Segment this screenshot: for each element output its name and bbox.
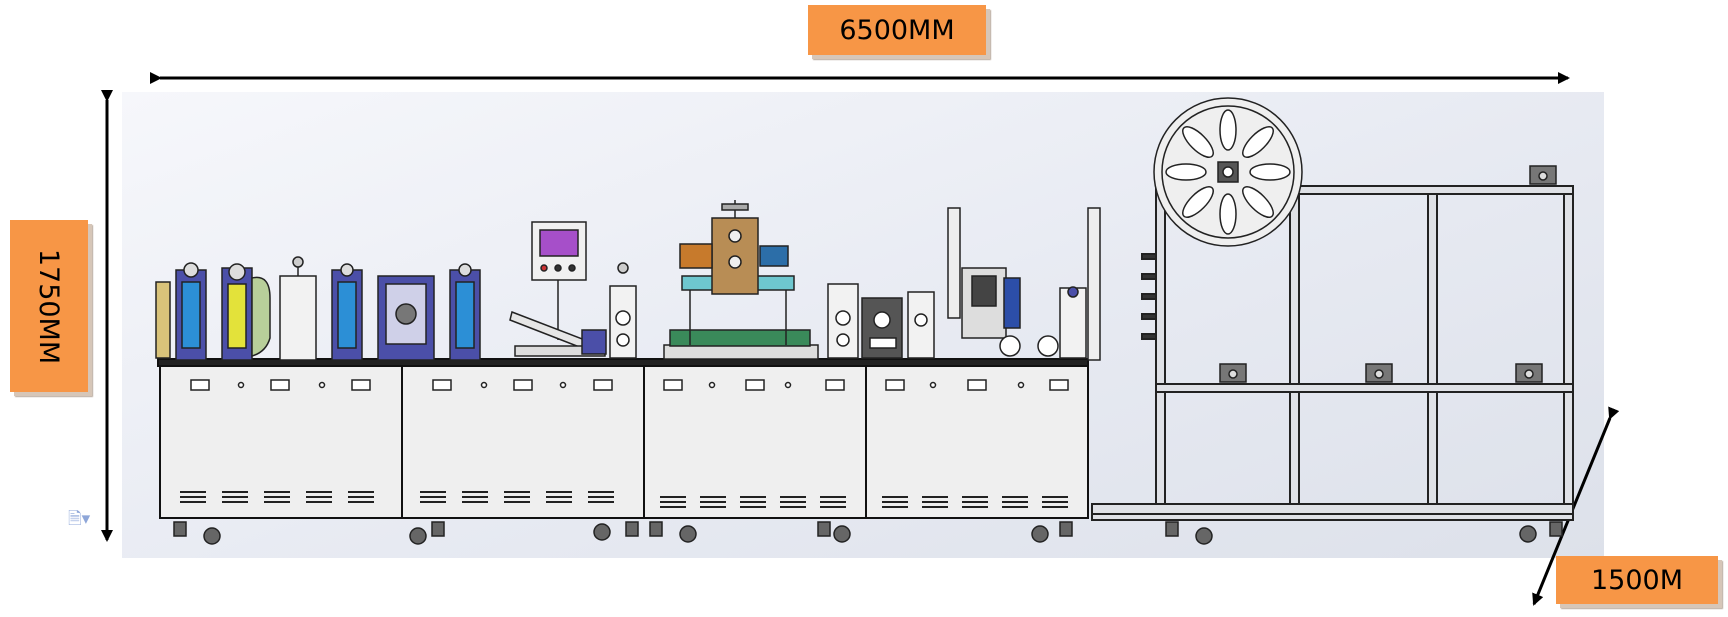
cabinet-details <box>190 379 1069 391</box>
document-icon[interactable]: 🗎▾ <box>68 509 91 529</box>
side-brackets <box>1141 253 1157 340</box>
caster-wheels <box>173 521 1563 545</box>
material-reel <box>1153 97 1303 247</box>
roller-unit-1 <box>155 256 317 361</box>
height-dimension-text: 1750MM <box>33 248 65 364</box>
cabinet-louvres <box>180 491 1068 508</box>
height-dimension-label: 1750MM <box>10 220 88 392</box>
stacker-frame <box>1091 185 1574 521</box>
machine-cabinets <box>157 358 1089 519</box>
control-panel <box>531 221 587 340</box>
cutting-unit <box>827 207 1101 361</box>
width-dimension-text: 6500MM <box>839 14 955 46</box>
roller-unit-2 <box>331 263 481 361</box>
depth-dimension-text: 1500M <box>1590 564 1683 596</box>
depth-dimension-label: 1500M <box>1556 556 1718 604</box>
frame-bearing-blocks <box>1219 165 1557 383</box>
welding-head <box>663 200 819 360</box>
feed-conveyor <box>509 262 637 359</box>
width-dimension-label: 6500MM <box>808 5 986 55</box>
